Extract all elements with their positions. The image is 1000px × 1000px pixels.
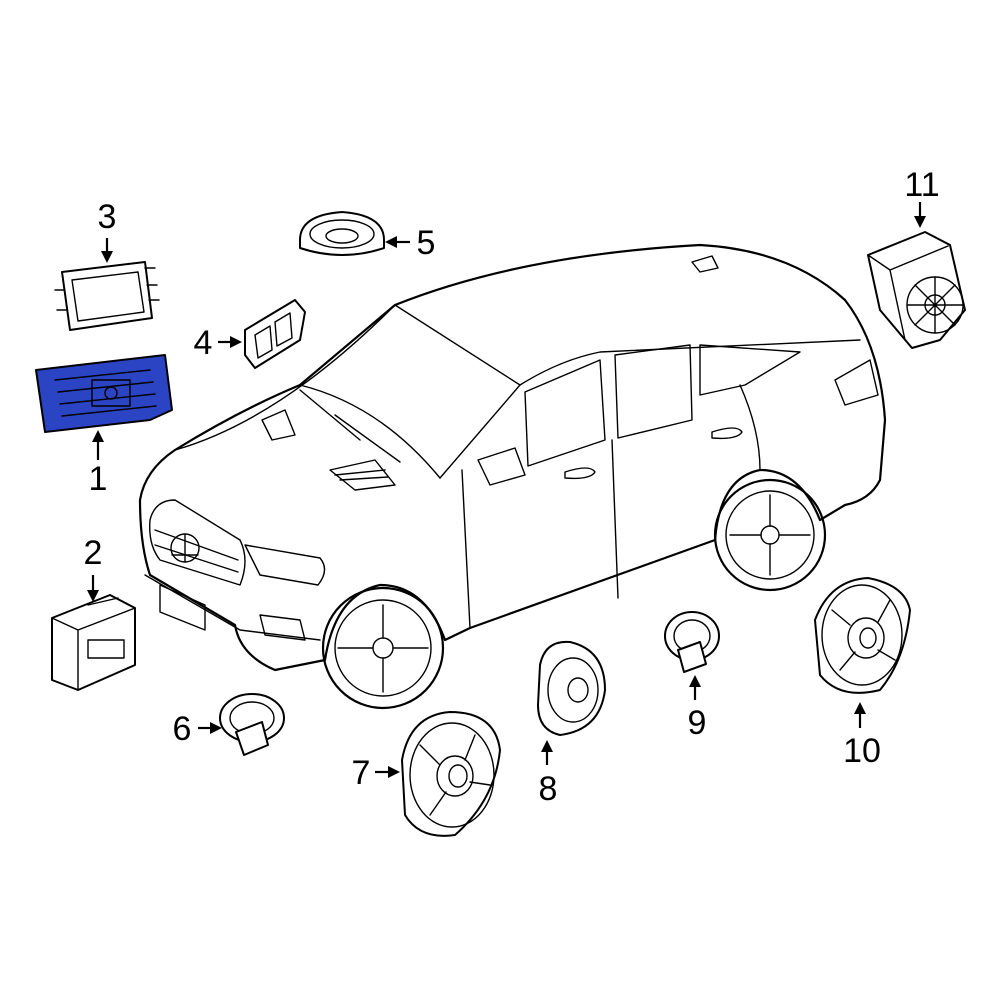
part-6-tweeter[interactable]: [219, 693, 285, 756]
callout-6: 6: [173, 710, 192, 748]
vehicle-outline: [138, 243, 887, 710]
part-2-amplifier[interactable]: [51, 594, 136, 691]
callout-2: 2: [84, 534, 103, 572]
part-4-interface-module[interactable]: [244, 299, 306, 369]
callout-11: 11: [904, 166, 939, 204]
part-9-tweeter[interactable]: [664, 611, 720, 673]
part-5-dash-speaker[interactable]: [299, 211, 385, 256]
part-3-display[interactable]: [54, 261, 160, 331]
callout-10: 10: [843, 732, 881, 770]
callout-1: 1: [89, 460, 108, 498]
part-11-subwoofer[interactable]: [867, 231, 966, 349]
callout-5: 5: [417, 224, 436, 262]
callout-7: 7: [352, 754, 371, 792]
part-1-control-unit[interactable]: [35, 354, 173, 433]
callout-8: 8: [539, 770, 558, 808]
callout-4: 4: [194, 324, 213, 362]
callout-9: 9: [688, 704, 707, 742]
callout-3: 3: [98, 198, 117, 236]
part-10-door-speaker[interactable]: [814, 577, 911, 694]
callout-arrows: [87, 202, 926, 778]
part-7-door-speaker[interactable]: [401, 711, 501, 837]
part-8-small-speaker[interactable]: [537, 640, 606, 736]
callout-labels: 1 2 3 4 5 6 7 8 9 10 11: [84, 166, 940, 808]
